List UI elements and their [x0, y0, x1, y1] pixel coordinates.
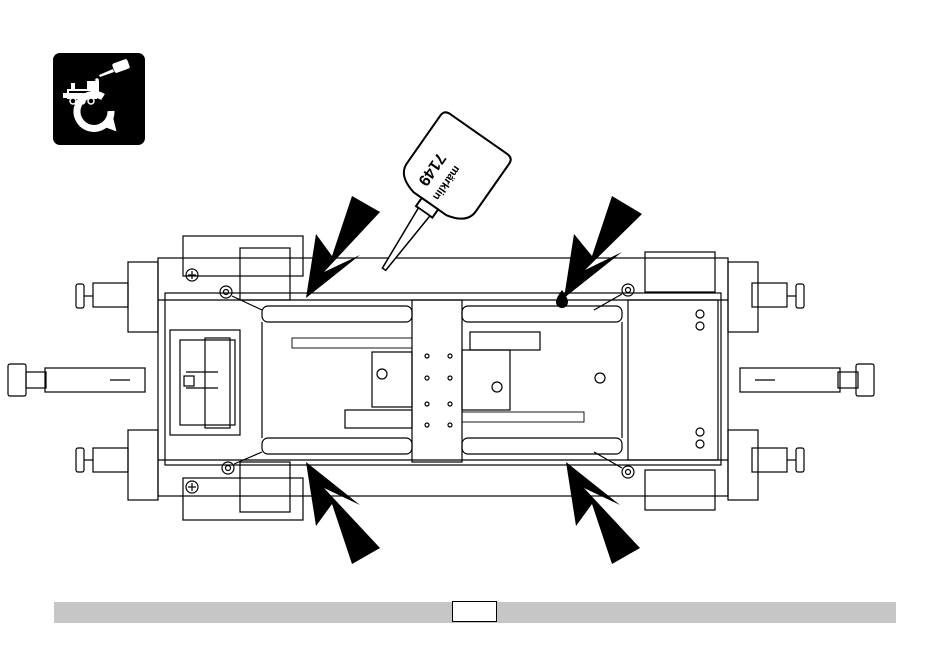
oil-bottle: märklin 7149: [350, 110, 513, 293]
arrow-bottom-right: [566, 462, 640, 564]
left-buffers: [8, 262, 158, 500]
drive-chain: [292, 338, 584, 422]
arrow-bottom-left: [306, 462, 380, 564]
arrow-top-right: [564, 196, 642, 298]
lubrication-points: [220, 284, 634, 478]
page-number: [452, 601, 497, 622]
arrow-top-left: [306, 196, 380, 298]
right-buffers: [728, 262, 874, 500]
